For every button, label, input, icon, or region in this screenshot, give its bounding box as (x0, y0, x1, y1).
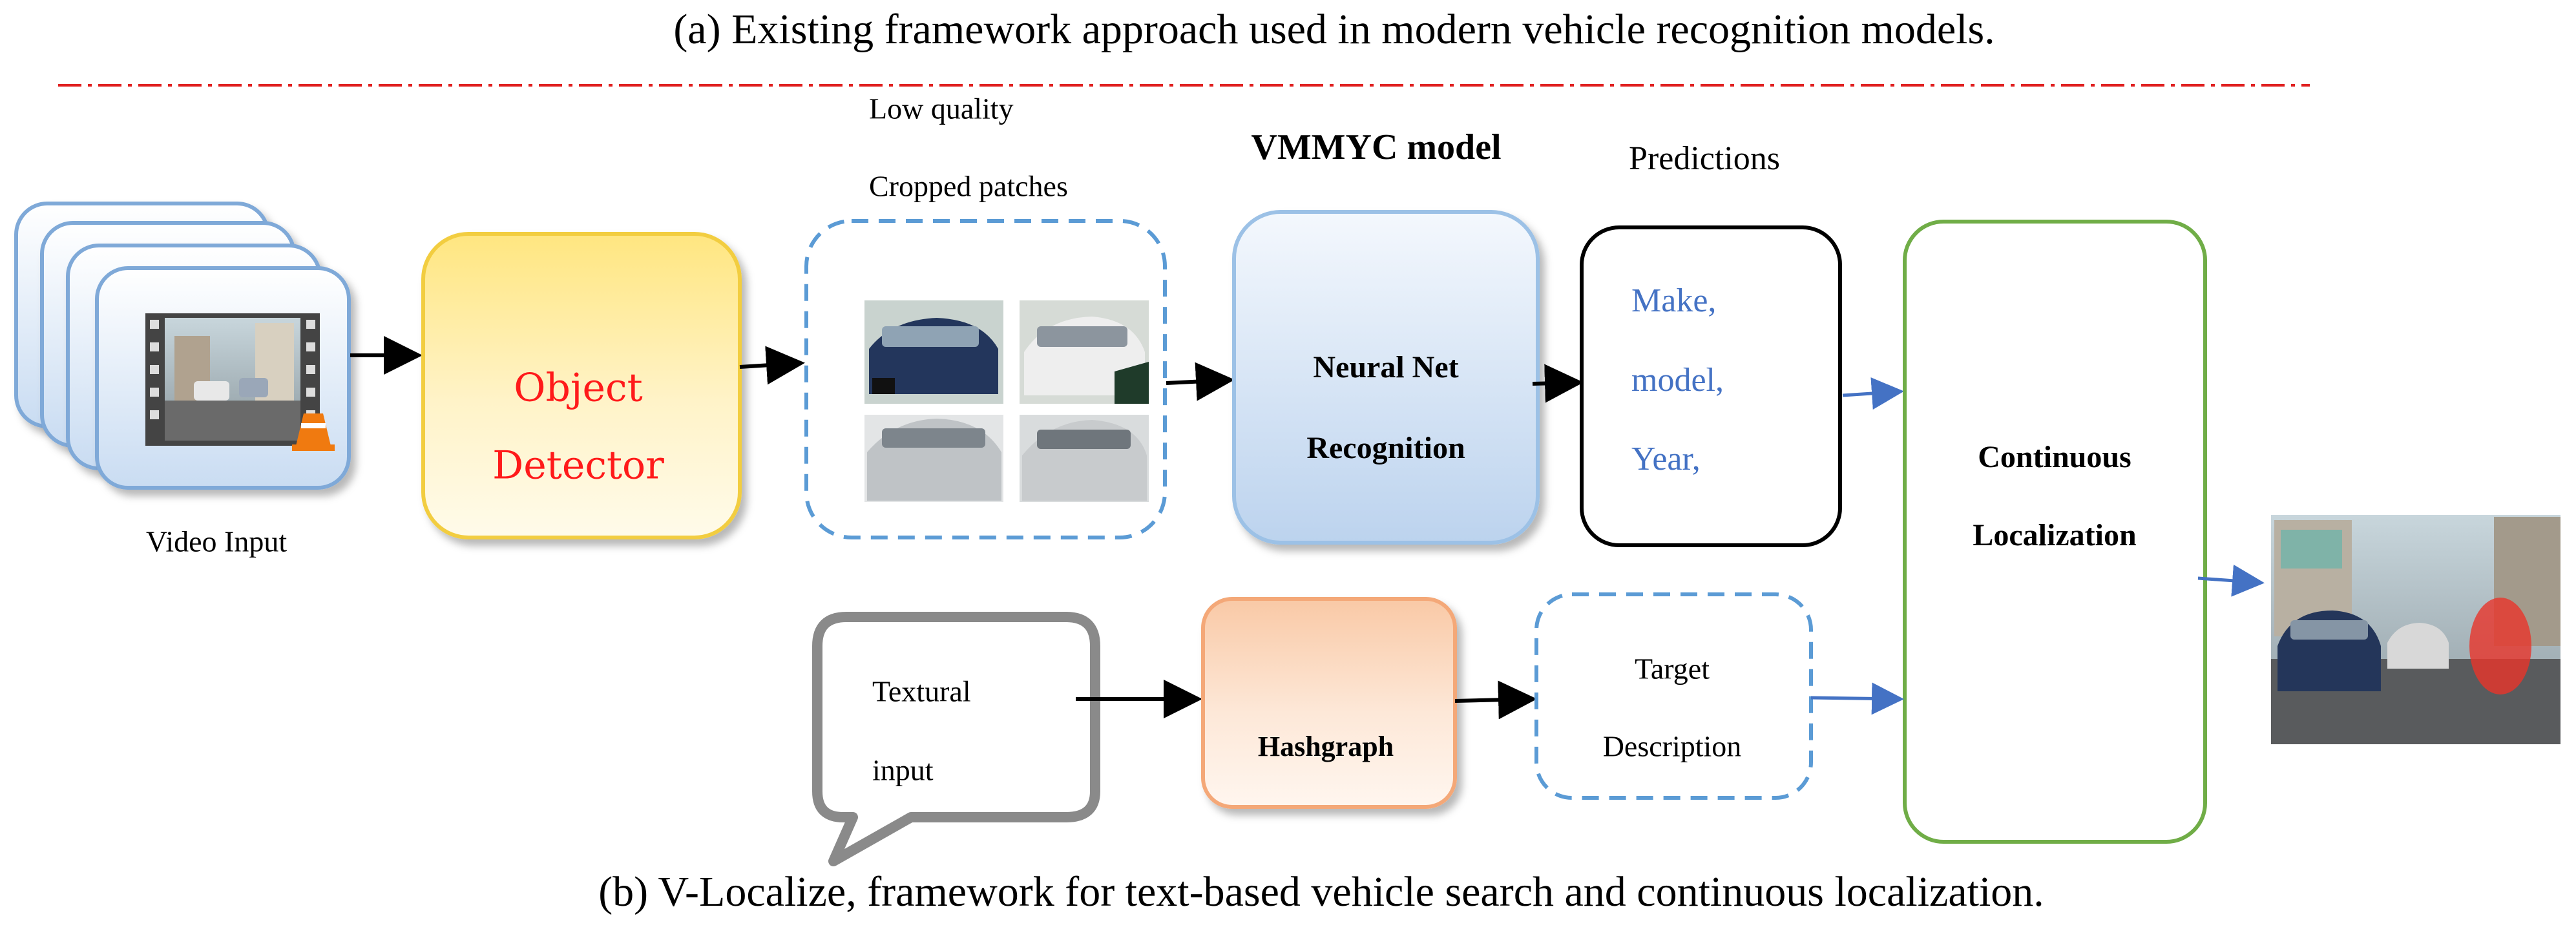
patches-label-line2: Cropped patches (869, 170, 1068, 203)
vehicle-patch-2 (1020, 300, 1149, 404)
arrow-detector-to-patches (739, 346, 805, 385)
video-input-label: Video Input (146, 525, 287, 558)
object-detector-box (421, 232, 742, 539)
textual-input-label-line2: input (872, 754, 934, 787)
caption-bottom: (b) V-Localize, framework for text-based… (598, 868, 2044, 915)
video-thumbnail (145, 313, 320, 446)
prediction-year: Year, (1631, 441, 1701, 477)
prediction-make: Make, (1631, 282, 1716, 319)
neural-net-box (1232, 210, 1540, 545)
output-localized-image (2271, 515, 2560, 744)
video-input-stack (14, 202, 351, 490)
patches-label-line1: Low quality (869, 92, 1014, 125)
arrow-predictions-to-localization (1842, 377, 1904, 410)
arrow-patches-to-model (1166, 362, 1235, 401)
continuous-label-line2: Localization (1973, 518, 2136, 552)
arrow-target-to-localization (1810, 682, 1904, 715)
hashgraph-label: Hashgraph (1258, 731, 1394, 762)
prediction-model: model, (1631, 362, 1724, 399)
hashgraph-box (1201, 597, 1457, 809)
vmmyc-model-title: VMMYC model (1251, 127, 1501, 167)
target-label-line1: Target (1635, 652, 1710, 685)
neural-net-label-line1: Neural Net (1313, 350, 1458, 384)
target-label-line2: Description (1603, 730, 1742, 763)
localized-vehicle-highlight (2469, 598, 2531, 694)
arrow-hashgraph-to-target (1454, 680, 1537, 720)
vehicle-patch-4 (1020, 415, 1149, 502)
neural-net-label-line2: Recognition (1306, 431, 1465, 465)
caption-top: (a) Existing framework approach used in … (673, 6, 1995, 53)
textual-input-label-line1: Textural (872, 675, 971, 708)
object-detector-label-line1: Object (514, 366, 642, 411)
textual-input-bubble (812, 612, 1100, 866)
target-description-box (1534, 592, 1813, 800)
continuous-label-line1: Continuous (1978, 440, 2131, 474)
object-detector-label-line2: Detector (492, 443, 664, 488)
traffic-cone-icon (292, 413, 335, 451)
arrow-model-to-predictions (1532, 364, 1584, 403)
continuous-localization-box (1903, 220, 2207, 844)
predictions-box (1580, 225, 1842, 547)
cropped-patches-box (804, 219, 1167, 539)
arrow-localization-to-output (2197, 564, 2265, 597)
vehicle-patch-1 (864, 300, 1003, 404)
vehicle-patch-3 (864, 415, 1003, 502)
predictions-title: Predictions (1629, 140, 1780, 177)
